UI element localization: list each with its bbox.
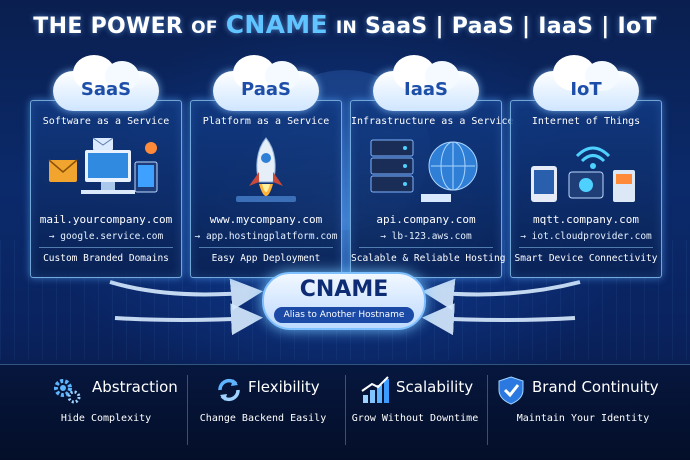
card-divider <box>199 247 333 248</box>
card-domain: www.mycompany.com <box>209 213 323 226</box>
arrow-right-top <box>422 278 581 311</box>
arrow-left-top <box>109 278 263 311</box>
server-rack-icon <box>370 139 478 202</box>
feature-brand-continuity: Brand Continuity Maintain Your Identity <box>488 365 678 460</box>
cloud-label: PaaS <box>241 79 291 100</box>
card-iot: IoT Internet of Things mqtt.company.com … <box>510 55 662 278</box>
card-iaas: IaaS Infrastructure as a Service api.com… <box>350 55 514 278</box>
feature-scalability: Scalability Grow Without Downtime <box>346 365 484 460</box>
saas-illustration-icon <box>48 137 158 194</box>
card-target: → google.service.com <box>48 231 164 242</box>
cname-subtitle: Alias to Another Hostname <box>274 307 414 323</box>
rocket-icon <box>236 137 296 202</box>
gears-icon <box>54 379 81 404</box>
feature-title: Abstraction <box>92 378 178 396</box>
card-subtitle: Software as a Service <box>42 116 170 127</box>
feature-subtitle: Grow Without Downtime <box>351 413 479 424</box>
feature-title: Brand Continuity <box>532 378 659 396</box>
title-prefix: THE POWER <box>33 14 184 39</box>
cloud-badge: PaaS <box>213 55 319 111</box>
cloud-badge: IoT <box>533 55 639 111</box>
cloud-label: IoT <box>570 79 602 100</box>
feature-divider <box>187 375 188 445</box>
feature-divider <box>345 375 346 445</box>
title-cname: CNAME <box>225 10 328 39</box>
card-benefit: Easy App Deployment <box>211 253 321 264</box>
card-divider <box>519 247 653 248</box>
title-in: IN <box>335 18 357 38</box>
card-divider <box>359 247 493 248</box>
card-domain: mail.yourcompany.com <box>39 213 173 226</box>
cloud-label: IaaS <box>404 79 448 100</box>
features-strip: Abstraction Hide Complexity Flexibility … <box>0 364 690 460</box>
card-domain: api.company.com <box>376 213 476 226</box>
feature-title: Scalability <box>396 378 474 396</box>
refresh-arrows-icon <box>218 378 240 402</box>
card-subtitle: Internet of Things <box>531 116 641 127</box>
card-benefit: Scalable & Reliable Hosting <box>351 253 506 264</box>
iot-devices-icon <box>531 146 635 202</box>
feature-subtitle: Maintain Your Identity <box>516 413 650 424</box>
card-paas: PaaS Platform as a Service www.mycompany… <box>190 55 342 278</box>
cname-badge: CNAME Alias to Another Hostname <box>262 272 426 330</box>
card-divider <box>39 247 173 248</box>
card-subtitle: Platform as a Service <box>202 116 330 127</box>
feature-subtitle: Change Backend Easily <box>199 413 327 424</box>
card-domain: mqtt.company.com <box>533 213 639 226</box>
title-models: SaaS | PaaS | IaaS | IoT <box>364 14 657 39</box>
page-title: THE POWER OF CNAME IN SaaS | PaaS | IaaS… <box>0 10 690 39</box>
arrow-right-bottom <box>422 303 576 336</box>
shield-check-icon <box>498 376 524 405</box>
feature-flexibility: Flexibility Change Backend Easily <box>188 365 338 460</box>
cloud-badge: SaaS <box>53 55 159 111</box>
card-target: → iot.cloudprovider.com <box>520 231 652 242</box>
cname-title: CNAME <box>299 277 389 302</box>
card-saas: SaaS Software as a Service mail.yourcomp… <box>30 55 182 278</box>
feature-subtitle: Hide Complexity <box>60 413 152 424</box>
bar-chart-icon <box>361 376 389 403</box>
card-target: → app.hostingplatform.com <box>194 231 338 242</box>
card-subtitle: Infrastructure as a Service <box>351 116 514 127</box>
arrow-left-bottom <box>114 303 263 336</box>
feature-title: Flexibility <box>248 378 320 396</box>
cloud-label: SaaS <box>80 79 132 100</box>
title-of: OF <box>191 18 218 38</box>
card-target: → lb-123.aws.com <box>380 231 472 242</box>
feature-divider <box>487 375 488 445</box>
cloud-badge: IaaS <box>373 55 479 111</box>
card-benefit: Custom Branded Domains <box>43 253 169 264</box>
card-benefit: Smart Device Connectivity <box>514 253 658 264</box>
feature-abstraction: Abstraction Hide Complexity <box>0 365 178 460</box>
